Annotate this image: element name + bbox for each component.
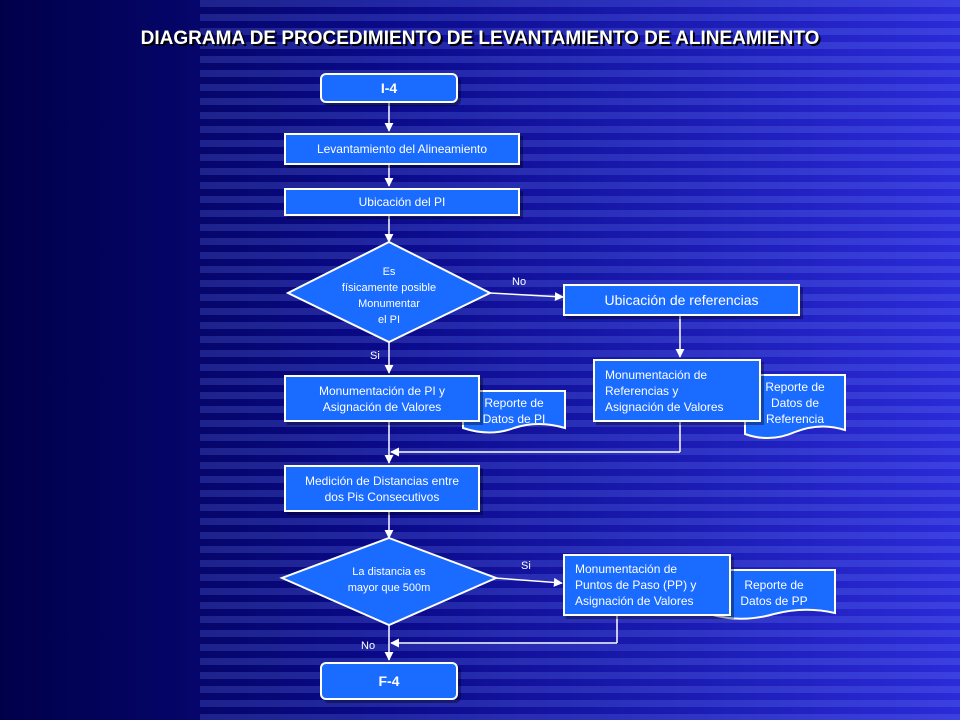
background-stripe <box>200 238 960 245</box>
background-stripe <box>200 616 960 623</box>
background-stripe <box>200 322 960 329</box>
background-stripe <box>200 56 960 63</box>
process-monument-references: Monumentación de Referencias y Asignació… <box>593 359 761 422</box>
background-stripe <box>200 224 960 231</box>
edge-label-pi-no: No <box>512 276 527 288</box>
background-stripe <box>200 392 960 399</box>
background-stripe <box>200 658 960 665</box>
background-stripe <box>200 700 960 707</box>
background-stripe <box>200 434 960 441</box>
background-stripe <box>200 406 960 413</box>
background-stripe <box>200 364 960 371</box>
process-survey-alignment: Levantamiento del Alineamiento <box>284 133 520 165</box>
background-stripe <box>200 28 960 35</box>
decision-distance-label: La distancia es mayor que 500m <box>347 566 431 594</box>
report-pi-label: Reporte de Datos de PI <box>482 396 546 426</box>
background-stripe <box>200 420 960 427</box>
background-stripe <box>200 126 960 133</box>
process-monument-pp: Monumentación de Puntos de Paso (PP) y A… <box>563 554 731 616</box>
background-stripe <box>200 0 960 7</box>
background-stripe <box>200 644 960 651</box>
background-stripe <box>200 154 960 161</box>
background-stripe <box>200 490 960 497</box>
background-stripe <box>200 504 960 511</box>
report-pp-shape <box>712 569 836 620</box>
background-stripe <box>200 252 960 259</box>
background-stripe <box>200 168 960 175</box>
background-stripe <box>200 686 960 693</box>
process-monument-pi: Monumentación de PI y Asignación de Valo… <box>284 375 480 422</box>
background-stripe <box>200 112 960 119</box>
end-terminal: F-4 <box>320 662 458 700</box>
background-stripe <box>200 672 960 679</box>
process-measure-distances: Medición de Distancias entre dos Pis Con… <box>284 465 480 512</box>
background-stripe <box>200 70 960 77</box>
background-stripe <box>200 476 960 483</box>
decision-pi-diamond <box>285 240 493 344</box>
background-stripe <box>200 378 960 385</box>
decision-pi-label: Es físicamente posible Monumentar el PI <box>341 266 437 326</box>
background-stripe <box>200 532 960 539</box>
process-locate-pi: Ubicación del PI <box>284 188 520 216</box>
edge-dist-yes-to-monpp <box>494 577 563 587</box>
report-pi-shape <box>462 390 566 434</box>
edge-label-pi-yes: Si <box>370 350 380 362</box>
background-stripe <box>200 98 960 105</box>
edge-decision-no-to-refs <box>489 292 564 302</box>
background-stripe <box>200 140 960 147</box>
start-terminal: I-4 <box>320 73 458 103</box>
background-stripe <box>200 84 960 91</box>
background-stripe <box>200 630 960 637</box>
report-refs-shape <box>744 374 846 439</box>
background-stripe <box>200 182 960 189</box>
background-stripe <box>200 266 960 273</box>
report-pp-label: Reporte de Datos de PP <box>740 578 808 608</box>
background-stripe <box>200 518 960 525</box>
edge-label-dist-no: No <box>361 640 376 652</box>
background-stripe <box>200 714 960 720</box>
diagram-title: DIAGRAMA DE PROCEDIMIENTO DE LEVANTAMIEN… <box>140 28 820 49</box>
background-stripe <box>200 336 960 343</box>
background-stripe <box>200 350 960 357</box>
background-stripe <box>200 546 960 553</box>
background-stripe <box>200 210 960 217</box>
process-locate-references: Ubicación de referencias <box>563 284 800 316</box>
background-stripe <box>200 196 960 203</box>
decision-distance-diamond <box>279 536 499 627</box>
background-stripe <box>200 280 960 287</box>
background-stripe <box>200 14 960 21</box>
report-refs-label: Reporte de Datos de Referencia <box>765 380 825 426</box>
edge-label-dist-yes: Si <box>521 560 531 572</box>
background-stripe <box>200 462 960 469</box>
background-stripe <box>200 42 960 49</box>
